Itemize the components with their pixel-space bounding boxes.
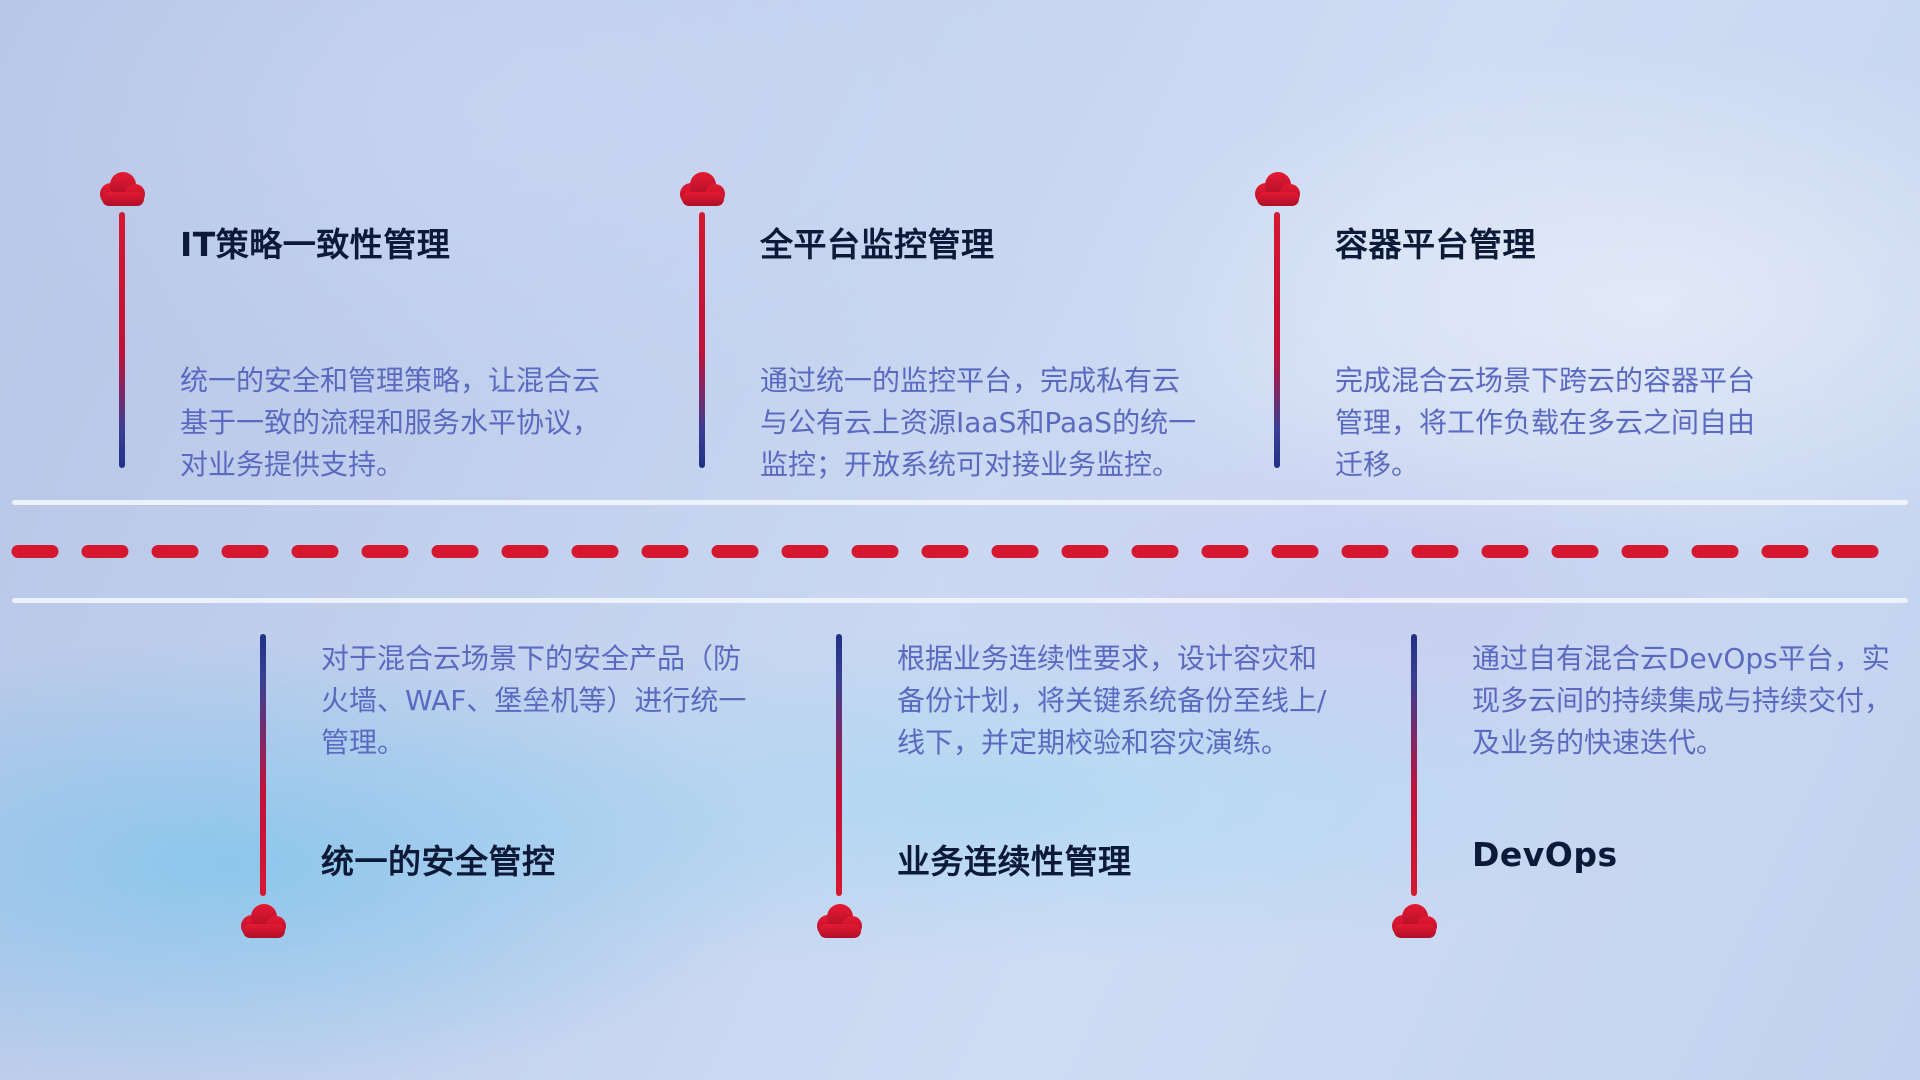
cloud-icon (235, 900, 291, 940)
feature-security-control: 对于混合云场景下的安全产品（防火墙、WAF、堡垒机等）进行统一管理。 统一的安全… (235, 630, 780, 950)
feature-business-continuity: 根据业务连续性要求，设计容灾和备份计划，将关键系统备份至线上/线下，并定期校验和… (811, 630, 1356, 950)
feature-description: 通过统一的监控平台，完成私有云与公有云上资源IaaS和PaaS的统一监控；开放系… (760, 364, 1197, 481)
feature-devops: 通过自有混合云DevOps平台，实现多云间的持续集成与持续交付，及业务的快速迭代… (1386, 630, 1920, 950)
connector-line (1274, 212, 1280, 468)
timeline-track-bottom (12, 598, 1908, 603)
cloud-icon (674, 168, 730, 208)
feature-title: 全平台监控管理 (760, 225, 995, 264)
timeline-dashed-line (11, 545, 1909, 558)
cloud-icon (1386, 900, 1442, 940)
feature-title: 业务连续性管理 (897, 842, 1132, 881)
cloud-icon (94, 168, 150, 208)
connector-line (1411, 634, 1417, 896)
feature-container-platform: 容器平台管理 完成混合云场景下跨云的容器平台管理，将工作负载在多云之间自由迁移。 (1249, 168, 1794, 498)
feature-title: 统一的安全管控 (321, 842, 556, 881)
timeline-track-top (12, 500, 1908, 505)
feature-description: 完成混合云场景下跨云的容器平台管理，将工作负载在多云之间自由迁移。 (1335, 364, 1756, 481)
connector-line (699, 212, 705, 468)
feature-title: IT策略一致性管理 (180, 225, 451, 264)
feature-platform-monitoring: 全平台监控管理 通过统一的监控平台，完成私有云与公有云上资源IaaS和PaaS的… (674, 168, 1219, 498)
feature-description: 对于混合云场景下的安全产品（防火墙、WAF、堡垒机等）进行统一管理。 (321, 642, 747, 759)
feature-title: DevOps (1472, 835, 1618, 874)
connector-line (260, 634, 266, 896)
cloud-icon (811, 900, 867, 940)
cloud-icon (1249, 168, 1305, 208)
feature-it-policy: IT策略一致性管理 统一的安全和管理策略，让混合云基于一致的流程和服务水平协议，… (94, 168, 639, 498)
feature-title: 容器平台管理 (1335, 225, 1536, 264)
connector-line (836, 634, 842, 896)
connector-line (119, 212, 125, 468)
feature-description: 统一的安全和管理策略，让混合云基于一致的流程和服务水平协议，对业务提供支持。 (180, 364, 601, 481)
feature-description: 通过自有混合云DevOps平台，实现多云间的持续集成与持续交付，及业务的快速迭代… (1472, 642, 1893, 759)
feature-description: 根据业务连续性要求，设计容灾和备份计划，将关键系统备份至线上/线下，并定期校验和… (897, 642, 1327, 759)
